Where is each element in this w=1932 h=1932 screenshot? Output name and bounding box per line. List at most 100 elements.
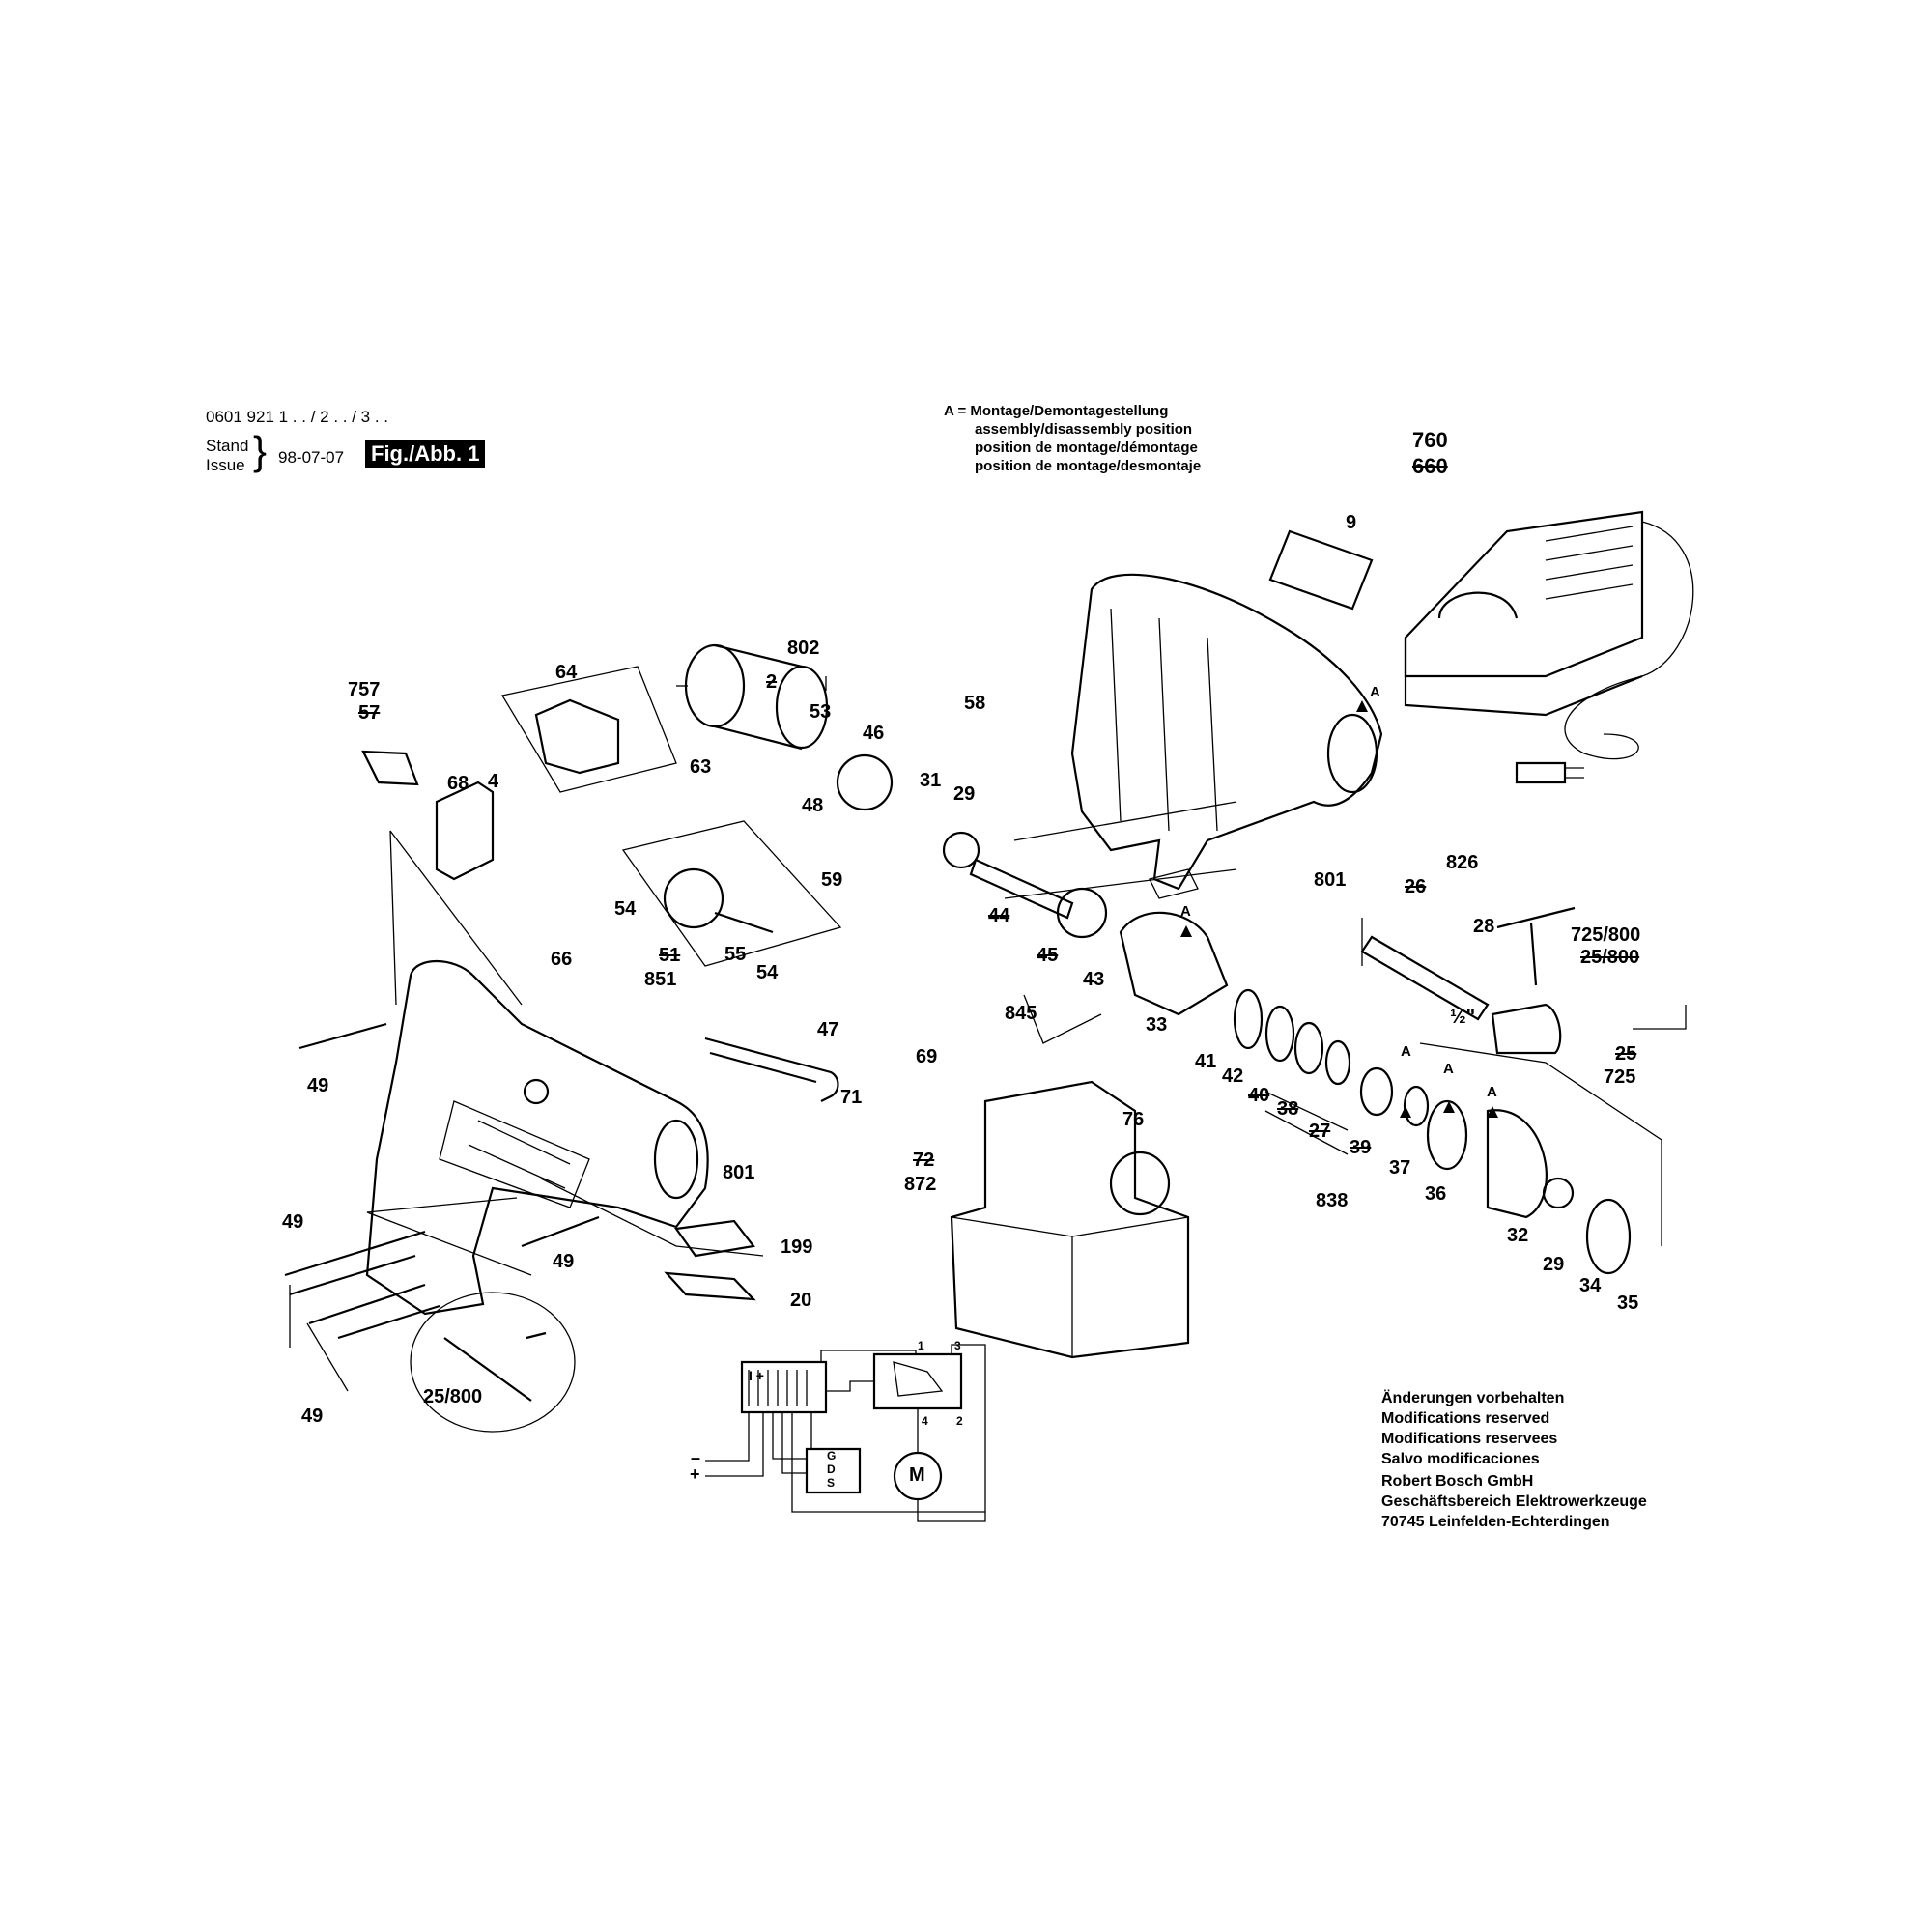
part-26: 26 xyxy=(1405,876,1427,897)
part-53: 53 xyxy=(810,701,832,723)
part-725: 725 xyxy=(1604,1066,1636,1088)
wiring-g-label: G xyxy=(827,1449,837,1463)
assembly-mark-a-gear: A xyxy=(1180,903,1191,920)
label-plate xyxy=(1268,529,1374,611)
terminal-strip-drawing xyxy=(361,750,419,786)
belt-clip-drawing xyxy=(704,1037,839,1102)
part-72: 72 xyxy=(913,1150,935,1171)
part-39: 39 xyxy=(1350,1137,1372,1158)
strip-drawing xyxy=(664,1271,756,1301)
chuck-key-drawing xyxy=(1496,906,1576,986)
part-801-lower: 801 xyxy=(723,1162,755,1183)
part-64: 64 xyxy=(555,662,578,683)
brace-icon: } xyxy=(253,428,268,473)
part-28: 28 xyxy=(1473,916,1495,937)
issue-label: Issue xyxy=(206,456,245,474)
part-49-top: 49 xyxy=(307,1075,329,1096)
part-845: 845 xyxy=(1005,1003,1037,1024)
switch-drawing xyxy=(534,698,620,775)
battery-drawing xyxy=(950,1080,1190,1359)
capacitor-drawing xyxy=(435,781,495,881)
part-25-800-detail: 25/800 xyxy=(423,1386,483,1407)
seal-ring-drawing xyxy=(1109,1151,1171,1216)
wiring-terminal-4: 4 xyxy=(922,1414,928,1428)
part-44: 44 xyxy=(988,905,1010,926)
part-872: 872 xyxy=(904,1174,937,1195)
issue-date: 98-07-07 xyxy=(278,448,345,467)
part-37: 37 xyxy=(1389,1157,1411,1179)
part-49-left: 49 xyxy=(282,1211,304,1233)
modifications-note: Änderungen vorbehalten Modifications res… xyxy=(1381,1388,1647,1532)
wiring-terminal-label: I + xyxy=(749,1368,764,1383)
part-660: 660 xyxy=(1412,454,1448,478)
screws-drawing xyxy=(284,1022,600,1340)
wiring-s-label: S xyxy=(827,1476,836,1490)
part-838: 838 xyxy=(1316,1190,1349,1211)
part-25: 25 xyxy=(1615,1043,1637,1065)
part-36: 36 xyxy=(1425,1183,1447,1205)
chuck-drawing xyxy=(1491,1003,1562,1055)
part-49-bottom: 49 xyxy=(301,1406,324,1427)
housing-right-drawing xyxy=(1070,573,1383,899)
part-34: 34 xyxy=(1579,1275,1602,1296)
part-40: 40 xyxy=(1248,1085,1270,1106)
part-58: 58 xyxy=(964,693,986,714)
charger-drawing xyxy=(1404,510,1694,784)
pad-drawing xyxy=(674,1219,755,1258)
assembly-mark-a-washer: A xyxy=(1401,1043,1411,1060)
assembly-mark-a: A xyxy=(1370,684,1380,700)
spindle-drawing xyxy=(969,858,1074,920)
part-45: 45 xyxy=(1037,945,1059,966)
part-47: 47 xyxy=(817,1019,839,1040)
assembly-mark-a-collar: A xyxy=(1487,1084,1497,1100)
wiring-terminal-2: 2 xyxy=(956,1414,963,1428)
part-826: 826 xyxy=(1446,852,1479,873)
part-38: 38 xyxy=(1277,1098,1299,1120)
assembly-arrows xyxy=(1180,700,1498,1118)
part-757: 757 xyxy=(348,679,381,700)
part-35: 35 xyxy=(1617,1293,1639,1314)
division-name: Geschäftsbereich Elektrowerkzeuge xyxy=(1381,1493,1647,1510)
part-48: 48 xyxy=(802,795,824,816)
part-42: 42 xyxy=(1222,1065,1244,1087)
part-57: 57 xyxy=(358,702,381,724)
motor-drawing xyxy=(676,643,829,751)
part-20: 20 xyxy=(790,1290,812,1311)
gear-drawing xyxy=(836,753,894,811)
part-33: 33 xyxy=(1146,1014,1168,1036)
part-27: 27 xyxy=(1309,1121,1331,1142)
half-inch-label: ½" xyxy=(1450,1007,1476,1028)
part-4: 4 xyxy=(488,771,499,792)
wiring-d-label: D xyxy=(827,1463,836,1476)
company-address: 70745 Leinfelden-Echterdingen xyxy=(1381,1514,1610,1530)
wiring-diagram xyxy=(705,1344,986,1522)
company-name: Robert Bosch GmbH xyxy=(1381,1473,1534,1490)
wiring-plus-label: + xyxy=(690,1464,700,1484)
part-76: 76 xyxy=(1122,1109,1145,1130)
legend: A = Montage/Demontagestellung assembly/d… xyxy=(944,402,1201,475)
leader-lines xyxy=(289,666,1687,1392)
legend-line: position de montage/desmontaje xyxy=(975,458,1202,474)
part-46: 46 xyxy=(863,723,885,744)
assembly-mark-a-spring: A xyxy=(1443,1061,1454,1077)
part-66: 66 xyxy=(551,949,573,970)
wiring-motor-label: M xyxy=(909,1464,925,1486)
part-760: 760 xyxy=(1412,428,1448,452)
part-29-lower: 29 xyxy=(1543,1254,1565,1275)
ring-series-drawing xyxy=(1233,988,1430,1127)
note-line: Änderungen vorbehalten xyxy=(1381,1390,1565,1406)
part-25-800-upper: 25/800 xyxy=(1580,947,1640,968)
part-801-upper: 801 xyxy=(1314,869,1347,891)
part-51: 51 xyxy=(659,945,681,966)
legend-line: assembly/disassembly position xyxy=(975,421,1193,438)
figure-label: Fig./Abb. 1 xyxy=(365,440,486,468)
part-69: 69 xyxy=(916,1046,938,1067)
stand-label: Stand xyxy=(206,437,249,455)
part-851: 851 xyxy=(644,969,677,990)
part-68: 68 xyxy=(447,773,469,794)
legend-line: position de montage/démontage xyxy=(975,440,1198,456)
note-line: Modifications reserved xyxy=(1381,1410,1550,1427)
part-9: 9 xyxy=(1346,512,1357,533)
housing-left-drawing xyxy=(365,959,709,1316)
